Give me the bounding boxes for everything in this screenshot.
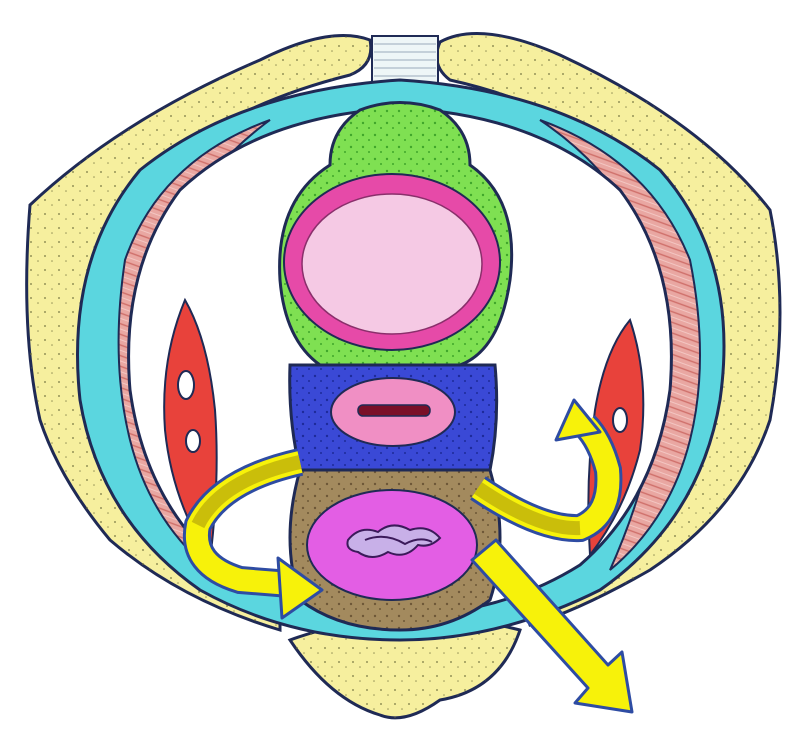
right-vessel-lumen-upper xyxy=(613,408,627,432)
vaginal-lumen xyxy=(358,405,430,416)
left-vessel-lumen-upper xyxy=(178,371,194,399)
left-vessel-lumen-lower xyxy=(186,430,200,452)
bladder-lumen xyxy=(302,194,482,334)
